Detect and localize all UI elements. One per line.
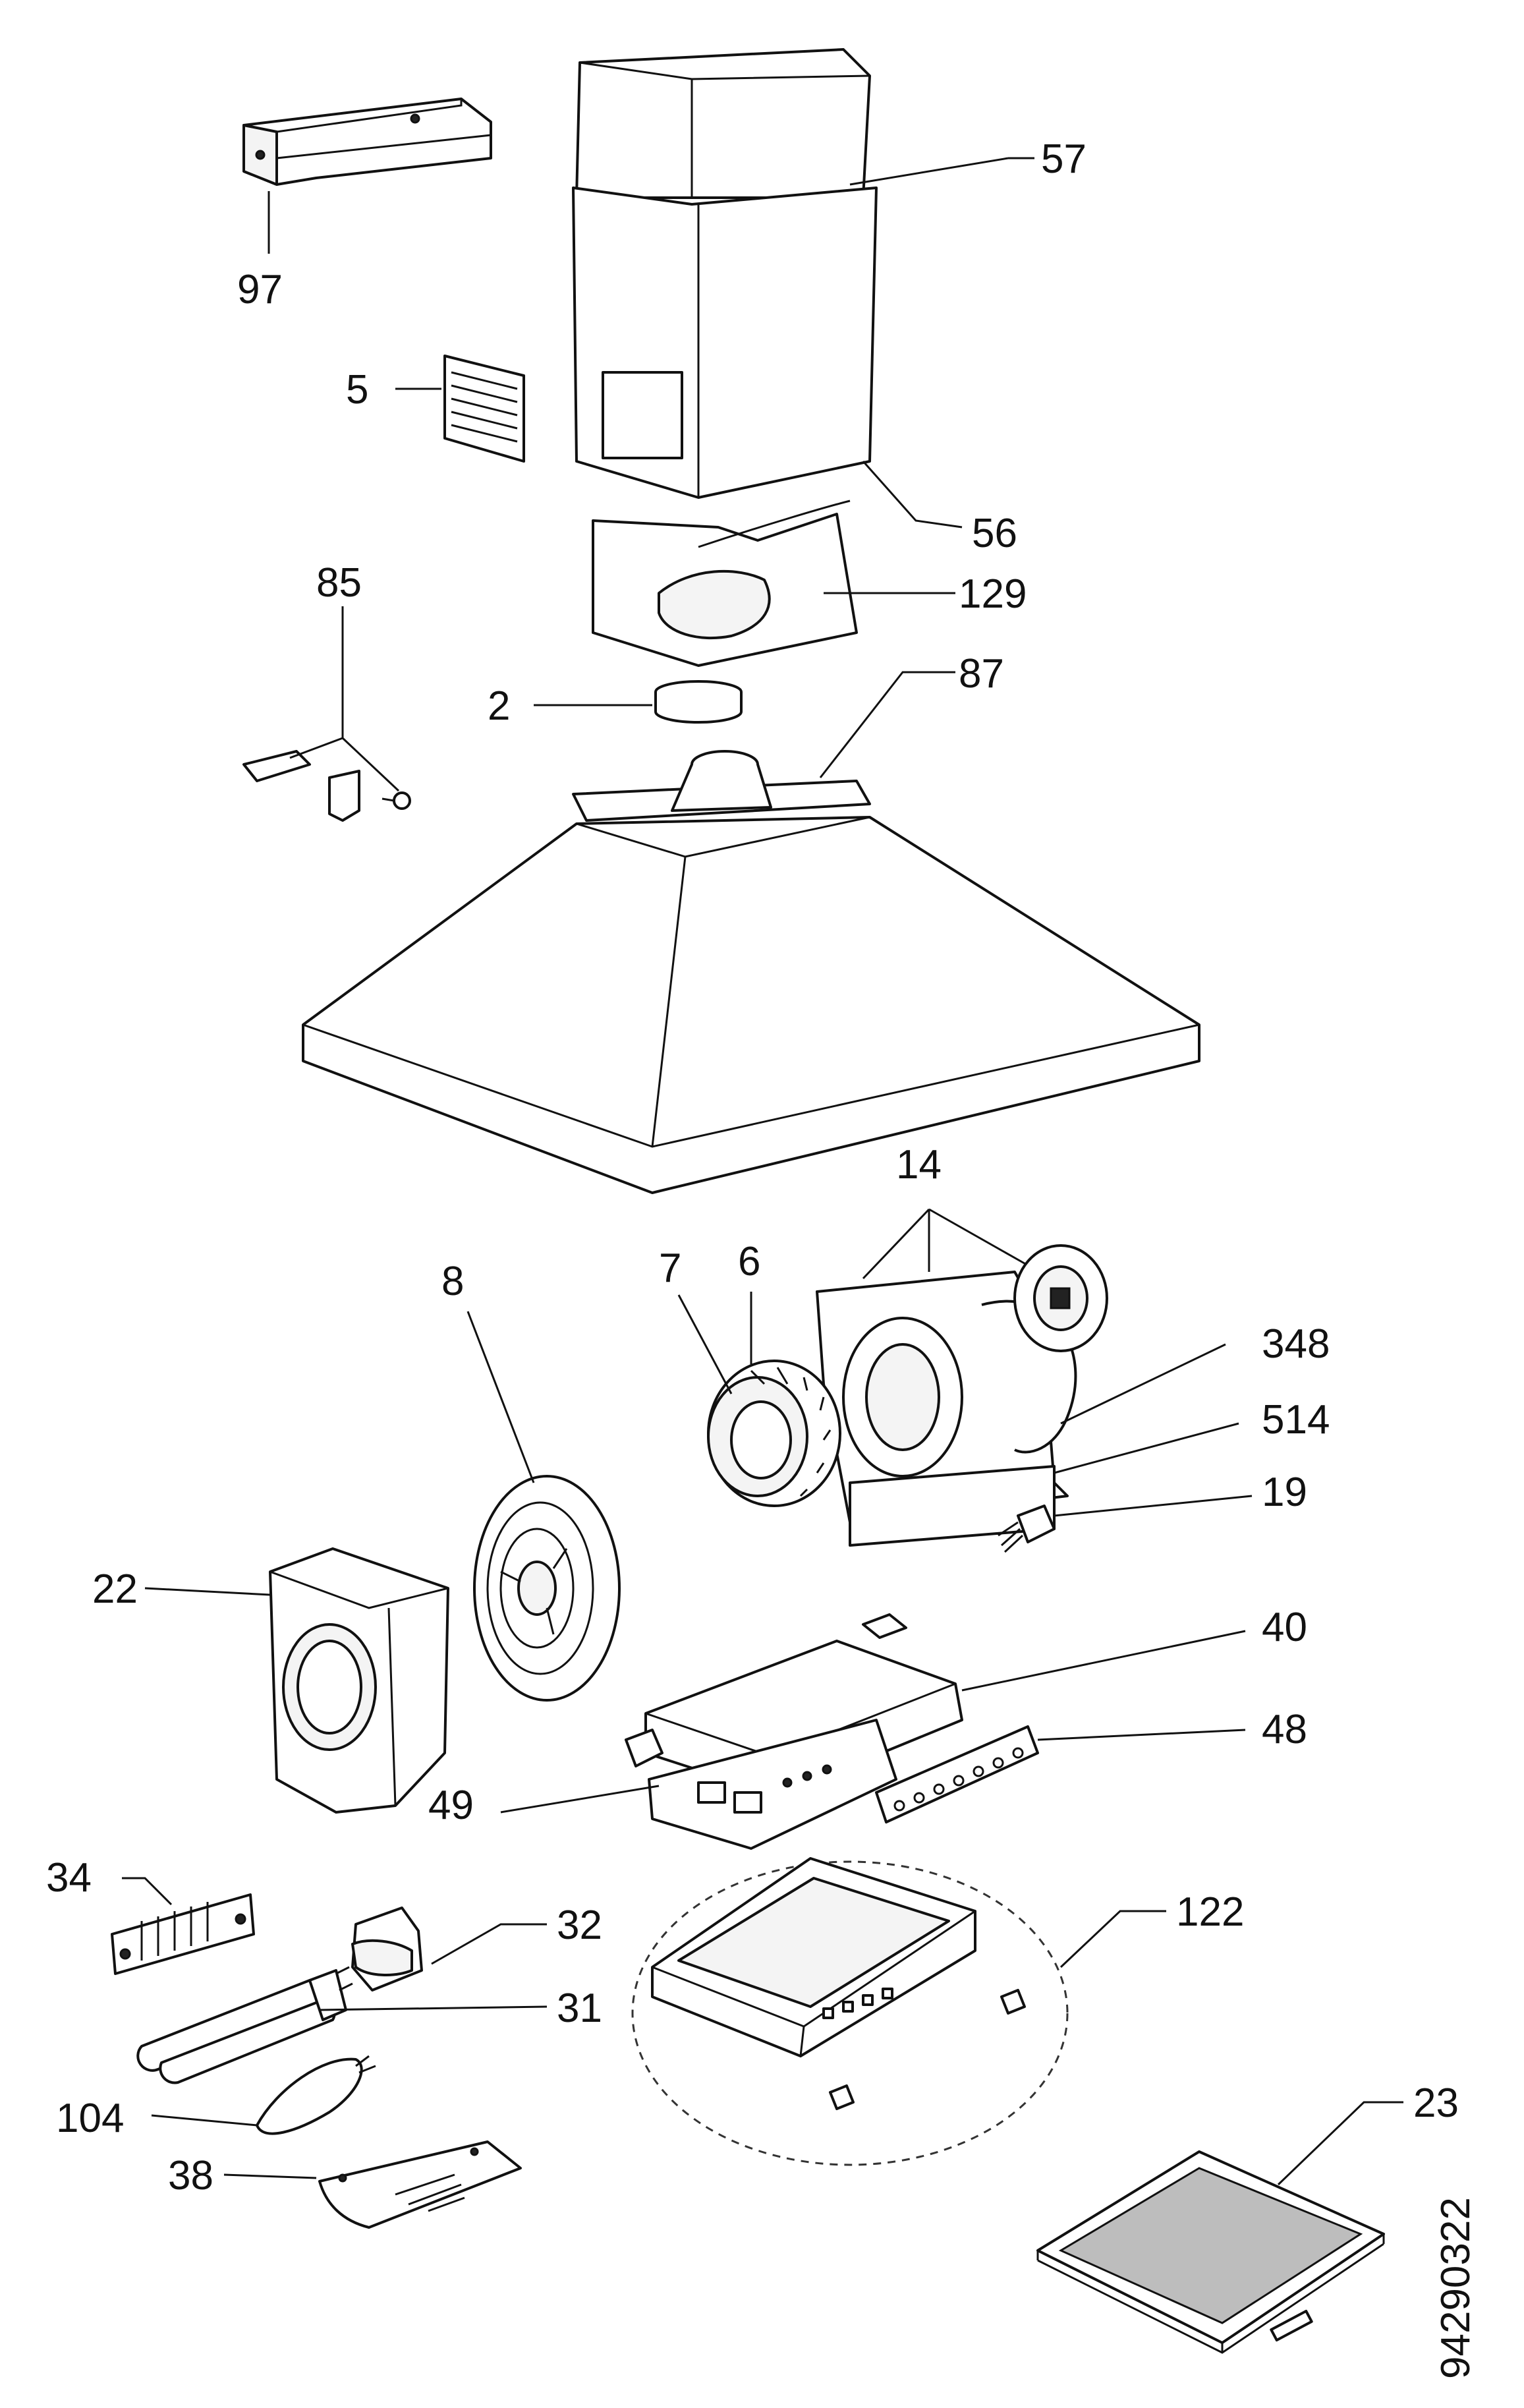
label-38: 38 [168,2153,213,2198]
label-514: 514 [1262,1397,1330,1443]
part-2-collar-ring [654,680,743,724]
leader-38 [223,2173,317,2179]
part-23-grease-filter [1036,2150,1385,2354]
kit-122-dashed-outline [631,1860,1069,2166]
label-31: 31 [557,1986,602,2031]
leader-56 [862,461,963,529]
leader-19 [1054,1495,1253,1517]
label-97: 97 [237,267,283,312]
part-87-hood-canopy [302,750,1200,1194]
part-85-fixing-kit [242,750,411,822]
part-14-end-cap [1013,1244,1108,1352]
label-129: 129 [959,571,1027,617]
part-97-bracket [242,98,492,186]
part-57-upper-chimney [575,48,871,199]
label-40: 40 [1262,1605,1307,1650]
label-85: 85 [316,560,362,606]
label-348: 348 [1262,1321,1330,1367]
label-7: 7 [659,1246,681,1291]
label-56: 56 [972,511,1017,556]
label-48: 48 [1262,1707,1307,1752]
label-104: 104 [56,2096,124,2141]
part-7-motor-shaft [730,1400,792,1479]
label-2: 2 [488,683,510,729]
label-87: 87 [959,651,1004,697]
part-5-grille [443,355,525,463]
leader-32 [431,1923,547,1965]
leader-514 [1054,1422,1239,1474]
leader-48 [1037,1729,1246,1741]
label-22: 22 [92,1566,138,1612]
part-34-lamp-ballast [111,1893,255,1975]
label-23: 23 [1413,2080,1459,2126]
leader-85b [341,737,400,792]
part-32-lamp-holder [351,1906,423,1992]
leader-8 [466,1311,535,1483]
label-6: 6 [738,1239,760,1284]
leader-49 [500,1785,660,1814]
part-48-control-panel [875,1725,1039,1823]
part-56-lower-chimney [572,186,878,499]
leader-7 [677,1294,733,1394]
leader-40 [961,1630,1246,1692]
leader-34 [122,1877,173,1906]
label-49: 49 [428,1783,474,1828]
label-5: 5 [346,367,368,413]
leader-85 [289,606,344,759]
part-8-fan-cover [473,1475,621,1702]
part-22-fan-volute [269,1547,449,1814]
leader-14c [928,1208,1029,1267]
label-19: 19 [1262,1470,1307,1515]
drawing-number: 94290322 [1433,2197,1479,2379]
leader-14a [862,1208,930,1280]
part-104-lamp-cover [256,2055,376,2135]
part-40-electronic-box [625,1613,963,1797]
part-122-front-panel [651,1857,1026,2110]
leader-31 [319,2005,548,2011]
leader-122 [1059,1910,1166,1968]
leader-348 [1060,1343,1226,1425]
leader-57 [849,157,1009,186]
leader-22 [144,1587,271,1596]
part-31-fluorescent-lamp [136,1966,353,2084]
part-49-circuit-board [648,1719,897,1850]
part-38-lamp-glass [318,2140,522,2229]
part-19-capacitor [998,1505,1056,1553]
leader-104 [151,2114,258,2127]
leader-23 [1277,2101,1403,2186]
label-122: 122 [1176,1889,1244,1935]
label-8: 8 [441,1259,464,1304]
label-57: 57 [1041,136,1087,182]
part-129-air-deflector [592,500,858,667]
label-34: 34 [46,1855,92,1901]
label-32: 32 [557,1903,602,1948]
leader-87 [819,671,955,778]
label-14: 14 [896,1142,942,1188]
